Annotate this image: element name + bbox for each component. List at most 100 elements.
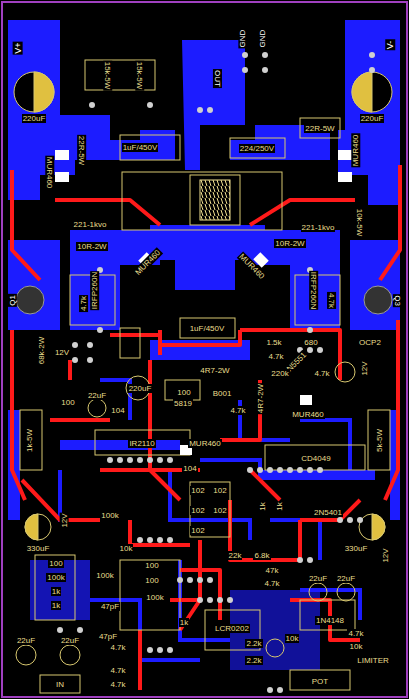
- solder-pad: [167, 647, 173, 653]
- silkscreen-label: OUT: [212, 69, 221, 88]
- solder-pad: [207, 107, 213, 113]
- silkscreen-label: 4.7k: [229, 406, 246, 415]
- silkscreen-label: 1N4148: [315, 616, 345, 625]
- silkscreen-label: 22uF: [60, 636, 80, 645]
- silkscreen-label: 4.7k: [109, 680, 126, 689]
- silkscreen-label: 102: [190, 506, 205, 515]
- solder-pad: [157, 537, 163, 543]
- silkscreen-label: 4.7k: [313, 369, 330, 378]
- silkscreen-label: 5819: [173, 399, 193, 408]
- solder-pad: [277, 687, 283, 693]
- solder-pad: [137, 537, 143, 543]
- solder-pad: [337, 517, 343, 523]
- silkscreen-label: POT: [311, 677, 329, 686]
- silkscreen-label: V+: [13, 41, 23, 54]
- silkscreen-label: 22k: [228, 551, 243, 560]
- solder-pad: [247, 467, 253, 473]
- solder-pad: [217, 597, 223, 603]
- silkscreen-label: 1k: [51, 601, 61, 610]
- silkscreen-label: 1.5k: [265, 338, 282, 347]
- silkscreen-label: 5k-5W: [376, 427, 385, 452]
- solder-pad: [207, 577, 213, 583]
- silkscreen-label: 4.7k: [347, 629, 364, 638]
- solder-pad: [347, 517, 353, 523]
- solder-pad: [267, 687, 273, 693]
- solder-pad: [87, 357, 93, 363]
- silkscreen-label: 22R-5W: [304, 124, 335, 133]
- silkscreen-label: 4.7k: [80, 294, 89, 311]
- silkscreen-label: 4.7k: [109, 666, 126, 675]
- silkscreen-label: 68k-2W: [38, 335, 47, 365]
- solder-pad: [72, 342, 78, 348]
- silkscreen-label: 22uF: [16, 636, 36, 645]
- silkscreen-label: Q1: [7, 294, 16, 307]
- solder-pad: [97, 327, 103, 333]
- solder-pad: [57, 627, 63, 633]
- silkscreen-label: 12V: [359, 360, 368, 376]
- silkscreen-label: 10R-2W: [76, 242, 107, 251]
- silkscreen-label: 100k: [95, 571, 114, 580]
- solder-pad: [187, 577, 193, 583]
- silkscreen-label: 100: [48, 559, 63, 568]
- silkscreen-label: 22R-5W: [78, 134, 87, 165]
- silkscreen-label: IN: [55, 680, 65, 689]
- solder-pad: [147, 457, 153, 463]
- solder-pad: [307, 347, 313, 353]
- solder-pad: [137, 457, 143, 463]
- silkscreen-label: 102: [190, 526, 205, 535]
- silkscreen-label: GND: [259, 28, 268, 48]
- silkscreen-label: 4.7k: [263, 579, 280, 588]
- silkscreen-label: MUR460: [45, 155, 54, 189]
- solder-pad: [307, 467, 313, 473]
- silkscreen-label: IRFP260N: [309, 270, 318, 309]
- solder-pad: [197, 597, 203, 603]
- solder-pad: [177, 577, 183, 583]
- silkscreen-label: 47pF: [100, 602, 120, 611]
- solder-pad: [369, 52, 375, 58]
- solder-pad: [167, 457, 173, 463]
- silkscreen-label: 100k: [46, 573, 65, 582]
- solder-pad: [317, 347, 323, 353]
- silkscreen-label: 4.7k: [328, 291, 337, 308]
- silkscreen-label: 100k: [100, 511, 119, 520]
- silkscreen-label: 680: [303, 338, 318, 347]
- silkscreen-label: B001: [212, 389, 233, 398]
- silkscreen-label: MUR460: [351, 133, 360, 167]
- solder-pad: [107, 457, 113, 463]
- solder-pad: [369, 67, 375, 73]
- silkscreen-label: 220k: [270, 369, 289, 378]
- silkscreen-label: 1k: [274, 501, 283, 511]
- silkscreen-label: MUR460: [291, 410, 325, 419]
- silkscreen-label: 102: [212, 506, 227, 515]
- silkscreen-label: 1k: [51, 587, 61, 596]
- silkscreen-label: 47pF: [98, 632, 118, 641]
- silkscreen-label: 104: [182, 464, 197, 473]
- solder-pad: [157, 457, 163, 463]
- solder-pad: [267, 467, 273, 473]
- silkscreen-label: 221-1kvo: [73, 220, 108, 229]
- solder-pad: [77, 627, 83, 633]
- silkscreen-label: IRFP260N: [90, 270, 99, 309]
- solder-pad: [207, 597, 213, 603]
- silkscreen-label: OCP2: [358, 338, 382, 347]
- solder-pad: [197, 107, 203, 113]
- silkscreen-label: 10R-2W: [274, 239, 305, 248]
- silkscreen-label: 12V: [380, 547, 389, 563]
- solder-pad: [262, 52, 268, 58]
- solder-pad: [357, 517, 363, 523]
- solder-pad: [157, 647, 163, 653]
- silkscreen-label: 102: [190, 486, 205, 495]
- silkscreen-label: 220uF: [360, 114, 385, 123]
- silkscreen-label: 221-1kvo: [301, 223, 336, 232]
- solder-pad: [257, 467, 263, 473]
- silkscreen-label: LCR0202: [214, 624, 250, 633]
- silkscreen-label: 104: [110, 406, 125, 415]
- solder-pad: [147, 102, 153, 108]
- silkscreen-label: CD4049: [300, 454, 331, 463]
- silkscreen-label: 15k-5W: [136, 60, 145, 90]
- silkscreen-label: 10k-5W: [356, 207, 365, 237]
- solder-pad: [72, 357, 78, 363]
- silkscreen-label: 330uF: [26, 544, 51, 553]
- silkscreen-label: 100: [176, 388, 191, 397]
- silkscreen-label: 2N5401: [313, 508, 343, 517]
